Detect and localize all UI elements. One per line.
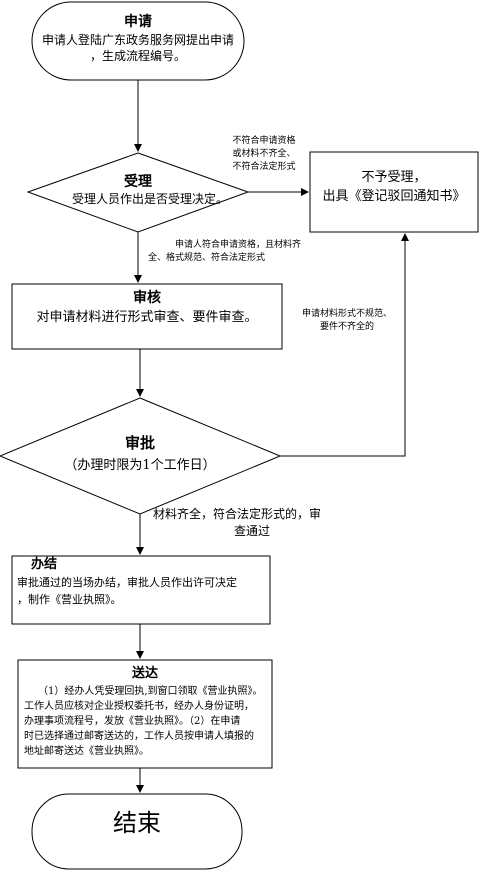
reject-line1: 不予受理， [361,170,427,185]
apply-desc-line2: ，生成流程编号。 [89,49,186,63]
deliver-desc-line5: 地址邮寄送达《营业执照》。 [24,746,149,757]
handle-desc-line2: ，制作《营业执照》。 [17,593,122,606]
deliver-desc-line2: 工作人员应核对企业授权委托书，经办人身份证明， [24,701,254,712]
deliver-desc-line3: 办理事项流程号，发放《营业执照》。（2）在申请 [24,716,241,727]
edge-label-not-qualified-line1: 不符合申请资格 [232,136,296,146]
edge-label-not-standard-line1: 申请材料形式不规范、 [301,309,392,319]
edge-label-qualified-line1: 申请人符合申请资格，且材料齐 [175,240,302,250]
apply-desc-line1: 申请人登陆广东政务服务网提出申请 [41,33,234,47]
accept-desc: 受理人员作出是否受理决定。 [71,192,228,206]
edge-approve-to-reject [280,233,409,457]
deliver-desc-line1: （1）经办人凭受理回执,到窗口领取《营业执照》。 [38,686,263,697]
reject-line2: 出具《登记驳回通知书》 [322,189,466,204]
approve-title: 审批 [124,434,155,452]
edge-label-not-qualified-line3: 不符合法定形式 [232,162,296,172]
handle-title: 办结 [30,557,57,572]
approve-desc: （办理时限为1个工作日） [64,458,216,473]
end-terminal-shape [31,793,243,870]
deliver-box-shape [17,659,273,769]
approve-decision-shape [0,397,282,515]
edge-label-approved-line1: 材料齐全，符合法定形式的，审 [153,507,322,521]
deliver-title: 送达 [131,666,158,681]
edge-label-qualified-line2: 全、格式规范、符合法定形式 [148,253,266,263]
review-box-shape [11,283,283,350]
review-title: 审核 [133,290,161,306]
accept-title: 受理 [124,174,152,190]
review-desc: 对申请材料进行形式审查、要件审查。 [36,310,258,325]
handle-desc-line1: 审批通过的当场办结，审批人员作出许可决定 [17,576,237,589]
apply-title: 申请 [124,14,152,30]
handle-box-shape [11,555,271,625]
edge-label-not-qualified-line2: 或材料不齐全、 [232,149,296,159]
end-title: 结束 [113,809,161,837]
reject-box-shape [309,151,479,233]
edge-label-not-standard-line2: 要件不齐全的 [319,322,374,332]
deliver-desc-line4: 时已选择通过邮寄送达的，工作人员按申请人填报的 [24,731,254,742]
edge-label-approved-line2: 查通过 [234,524,271,538]
